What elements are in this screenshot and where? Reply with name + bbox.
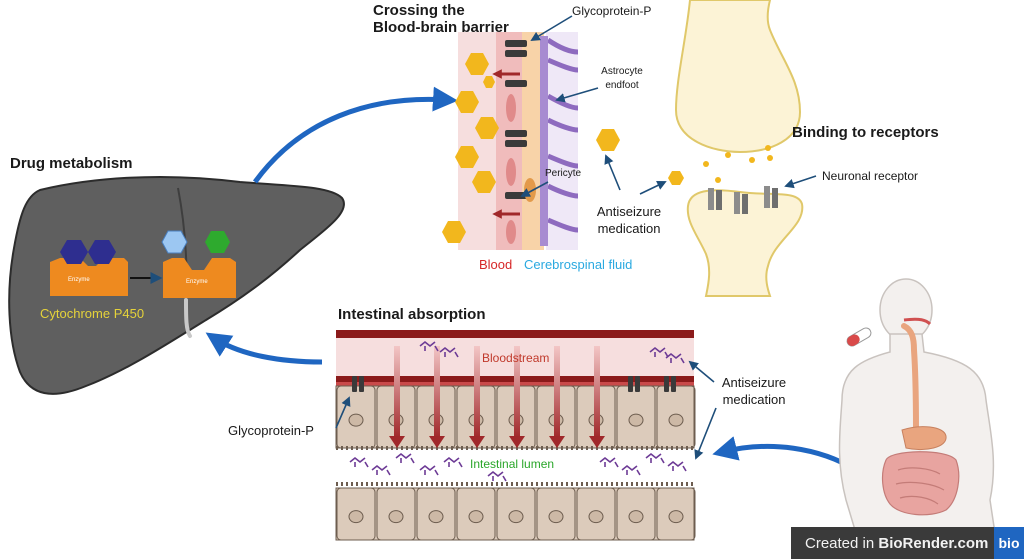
- drug-molecules-blood: [442, 53, 499, 243]
- astrocyte-label-line1: Astrocyte: [601, 66, 643, 77]
- blood-label: Blood: [479, 257, 513, 272]
- glycoprotein-p-label-left: Glycoprotein-P: [228, 423, 314, 438]
- arrow-intestine-to-liver: [205, 332, 323, 365]
- arrow-liver-to-bbb: [252, 86, 458, 184]
- bbb-title-line2: Blood-brain barrier: [373, 19, 509, 36]
- enzyme-left: [50, 240, 128, 296]
- receptors-title: Binding to receptors: [792, 124, 939, 141]
- drug-molecules-intestine: [349, 340, 687, 482]
- drug-molecule-synapse: [668, 171, 684, 185]
- glycoprotein-p-label-top: Glycoprotein-P: [572, 4, 652, 18]
- cytochrome-label: Cytochrome P450: [40, 306, 145, 321]
- biorender-logo-icon: bio: [994, 527, 1024, 559]
- glycoprotein-p-intestine: [352, 376, 676, 392]
- badge-prefix: Created in: [805, 534, 879, 552]
- presynaptic-terminal: [674, 0, 802, 154]
- enzyme-right-label: Enzyme: [186, 279, 208, 285]
- metabolism-title: Drug metabolism: [10, 155, 133, 172]
- postsynaptic-terminal: [686, 189, 804, 297]
- drug-molecule-csf: [596, 129, 620, 151]
- pericyte-label: Pericyte: [545, 168, 582, 179]
- antiseizure-label-top-line2: medication: [597, 221, 661, 236]
- antiseizure-label-right-line2: medication: [722, 392, 786, 407]
- absorption-arrows: [389, 346, 605, 448]
- neuronal-receptor-label: Neuronal receptor: [822, 169, 919, 183]
- bloodstream-label: Bloodstream: [482, 351, 550, 365]
- astrocyte-label-line2: endfoot: [605, 80, 639, 91]
- badge-text: Created in BioRender.com: [791, 535, 988, 552]
- badge-brand: BioRender.com: [878, 534, 989, 552]
- neuronal-receptors: [708, 186, 778, 214]
- bbb-title-line1: Crossing the: [373, 2, 465, 19]
- enzyme-left-label: Enzyme: [68, 277, 90, 283]
- csf-label: Cerebrospinal fluid: [524, 257, 633, 272]
- human-figure: [838, 278, 997, 541]
- intestinal-lumen-label: Intestinal lumen: [470, 457, 555, 471]
- biorender-badge[interactable]: Created in BioRender.com bio: [791, 527, 1024, 559]
- arrow-body-to-intestine: [712, 436, 858, 473]
- antiseizure-label-right-line1: Antiseizure: [721, 375, 787, 390]
- drug-dots-synapse: [703, 145, 773, 183]
- absorption-title: Intestinal absorption: [338, 306, 486, 323]
- pill-icon: [846, 327, 872, 347]
- antiseizure-label-top-line1: Antiseizure: [596, 204, 662, 219]
- enzyme-right: [161, 230, 236, 298]
